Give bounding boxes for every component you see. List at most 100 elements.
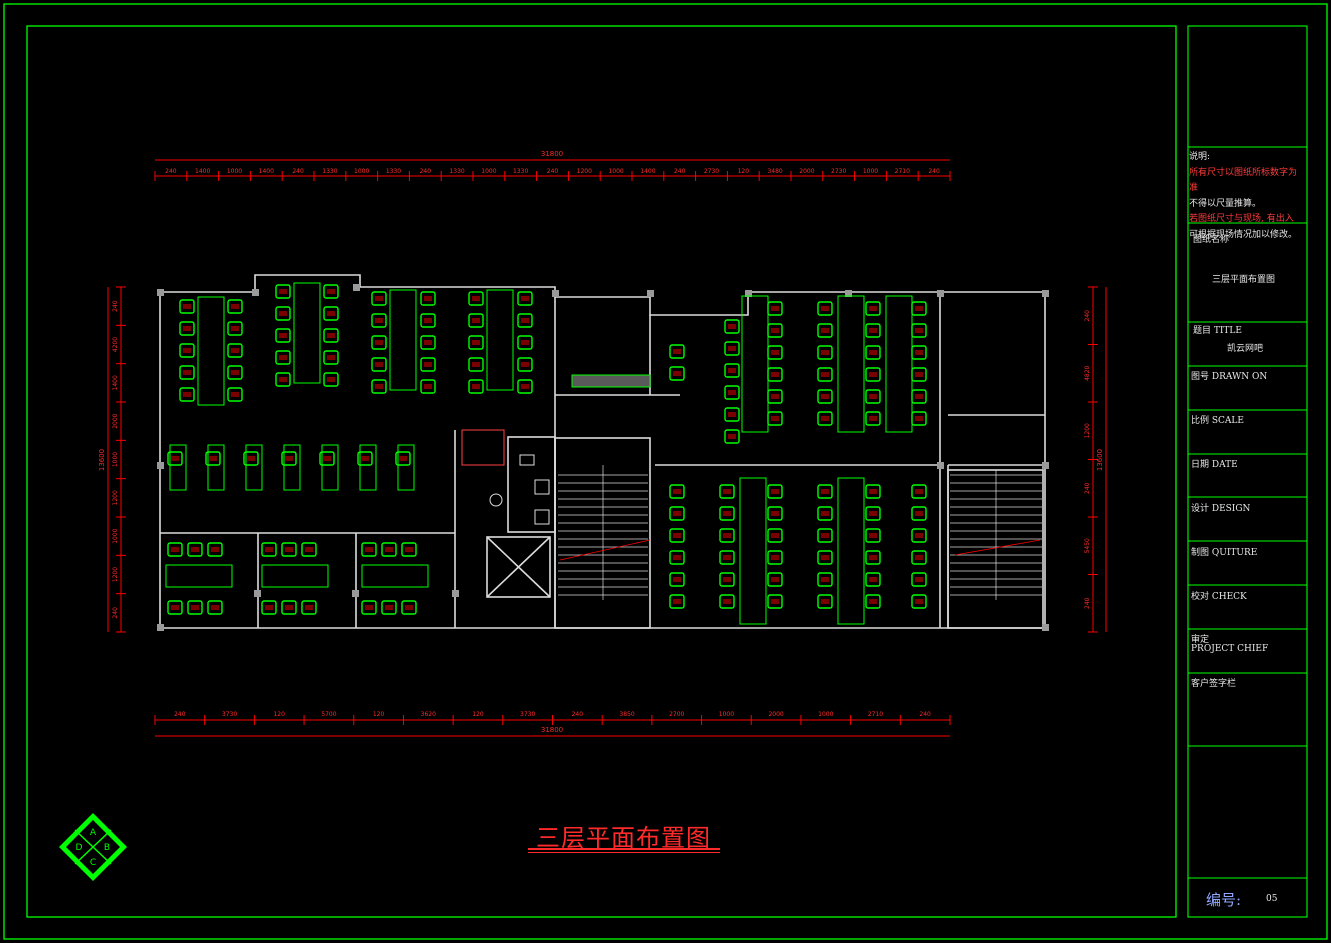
seat-number bbox=[673, 599, 681, 604]
seat-number bbox=[821, 555, 829, 560]
seat-number bbox=[375, 296, 383, 301]
seat-number bbox=[723, 555, 731, 560]
date-label: 日期 DATE bbox=[1191, 460, 1238, 470]
seat-number bbox=[183, 348, 191, 353]
basin bbox=[534, 479, 550, 495]
dimension-lines bbox=[107, 159, 1107, 737]
seat-number bbox=[821, 599, 829, 604]
seat-number bbox=[521, 340, 529, 345]
seat-number bbox=[231, 304, 239, 309]
computer-seat bbox=[361, 542, 377, 557]
computer-seat bbox=[371, 313, 387, 328]
dimension-label: 4820 bbox=[1084, 365, 1091, 380]
dimension-label: 1000 bbox=[863, 168, 878, 175]
basin bbox=[519, 454, 535, 466]
computer-seat bbox=[281, 600, 297, 615]
seat-number bbox=[424, 296, 432, 301]
desk bbox=[321, 444, 339, 491]
dimension-label: 1000 bbox=[112, 528, 119, 543]
desk bbox=[207, 444, 225, 491]
seat-number bbox=[915, 350, 923, 355]
seat-number bbox=[211, 605, 219, 610]
notes-block: 说明: 所有尺寸以图纸所标数字为准 不得以尺量推算。 若图纸尺寸与现场, 有出入… bbox=[1189, 150, 1305, 243]
seat-number bbox=[915, 599, 923, 604]
seat-number bbox=[869, 599, 877, 604]
dimension-label: 240 bbox=[928, 168, 940, 175]
seat-number bbox=[821, 394, 829, 399]
dimension-label: 1000 bbox=[112, 452, 119, 467]
computer-seat bbox=[323, 350, 339, 365]
computer-seat bbox=[724, 407, 740, 422]
dimension-label: 1200 bbox=[577, 168, 592, 175]
seat-number bbox=[385, 547, 393, 552]
seat-number bbox=[821, 511, 829, 516]
seat-number bbox=[231, 348, 239, 353]
seat-number bbox=[771, 489, 779, 494]
seat-number bbox=[424, 362, 432, 367]
computer-seat bbox=[724, 429, 740, 444]
draft-label: 制图 QUITURE bbox=[1191, 548, 1258, 558]
drawing-no-label: 图号 DRAWN ON bbox=[1191, 372, 1268, 382]
sheet-number-value: 05 bbox=[1266, 894, 1278, 904]
seat-number bbox=[915, 533, 923, 538]
seat-number bbox=[771, 416, 779, 421]
seat-number bbox=[869, 533, 877, 538]
desk bbox=[397, 444, 415, 491]
computer-seat bbox=[817, 411, 833, 426]
dimension-label: 120 bbox=[273, 711, 285, 718]
seat-number bbox=[327, 377, 335, 382]
computer-seat bbox=[517, 379, 533, 394]
seat-number bbox=[728, 390, 736, 395]
computer-seat bbox=[669, 550, 685, 565]
compass-symbol: A B C D bbox=[59, 813, 127, 881]
dimension-label: 2710 bbox=[868, 711, 883, 718]
seat-number bbox=[771, 306, 779, 311]
seat-number bbox=[521, 384, 529, 389]
seat-number bbox=[771, 394, 779, 399]
computer-seat bbox=[517, 291, 533, 306]
computer-seat bbox=[401, 600, 417, 615]
seat-number bbox=[385, 605, 393, 610]
seat-number bbox=[771, 533, 779, 538]
seat-number bbox=[265, 605, 273, 610]
dimension-label: 3480 bbox=[767, 168, 782, 175]
desk bbox=[359, 444, 377, 491]
compass-letter-a: A bbox=[90, 828, 97, 838]
computer-seat bbox=[179, 321, 195, 336]
desk bbox=[165, 564, 233, 588]
seat-number bbox=[728, 368, 736, 373]
seat-number bbox=[771, 555, 779, 560]
dimension-label: 240 bbox=[674, 168, 686, 175]
computer-seat bbox=[468, 357, 484, 372]
dimension-label: 240 bbox=[1084, 310, 1091, 322]
computer-seat bbox=[261, 600, 277, 615]
computer-seat bbox=[323, 306, 339, 321]
bar-counter bbox=[571, 374, 651, 388]
seat-number bbox=[305, 605, 313, 610]
seat-number bbox=[915, 489, 923, 494]
dimension-label: 5700 bbox=[321, 711, 336, 718]
dim-right-total: 13600 bbox=[1096, 449, 1104, 471]
stair-arrow bbox=[559, 539, 651, 561]
computer-seat bbox=[227, 365, 243, 380]
computer-seat bbox=[767, 550, 783, 565]
dimension-label: 1330 bbox=[513, 168, 528, 175]
seat-number bbox=[405, 605, 413, 610]
seat-number bbox=[305, 547, 313, 552]
seat-number bbox=[673, 349, 681, 354]
dimension-label: 240 bbox=[420, 168, 432, 175]
computer-seat bbox=[669, 528, 685, 543]
dimension-label: 1400 bbox=[112, 375, 119, 390]
computer-seat bbox=[865, 411, 881, 426]
seat-number bbox=[285, 605, 293, 610]
seat-number bbox=[821, 372, 829, 377]
seat-number bbox=[869, 416, 877, 421]
seat-number bbox=[247, 456, 255, 461]
computer-seat bbox=[669, 344, 685, 359]
computer-seat bbox=[767, 528, 783, 543]
computer-seat bbox=[817, 323, 833, 338]
seat-number bbox=[424, 318, 432, 323]
columns bbox=[157, 284, 1049, 631]
seat-number bbox=[673, 371, 681, 376]
sink-counter bbox=[461, 429, 505, 466]
